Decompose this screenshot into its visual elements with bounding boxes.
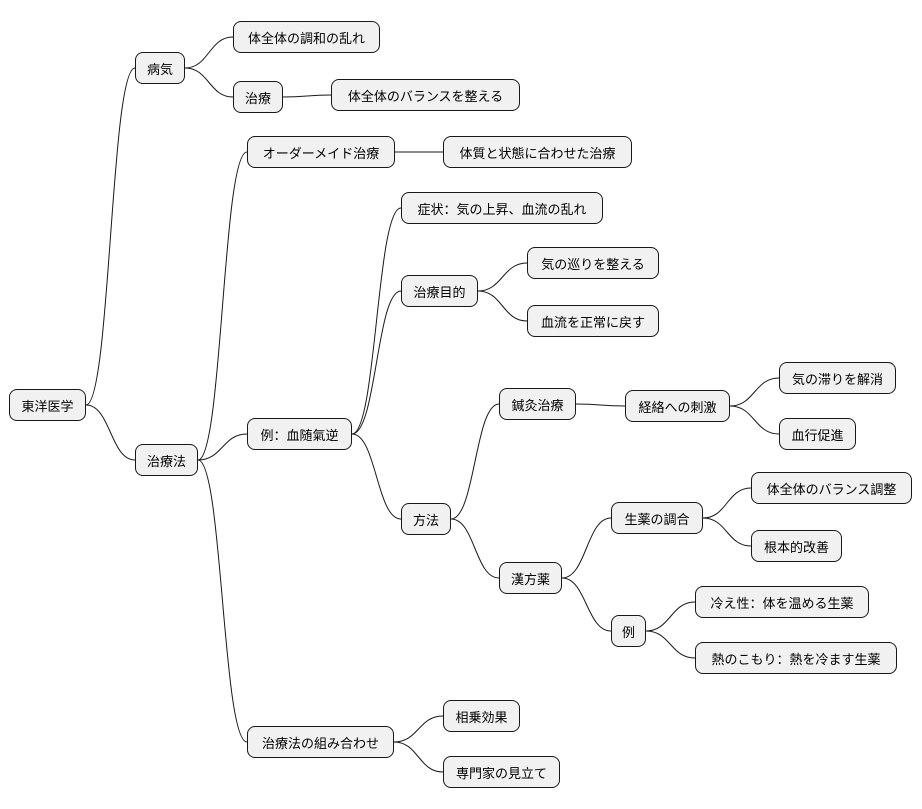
node-ketsuryu-seijo: 血流を正常に戻す xyxy=(527,305,659,337)
node-ki-no-meguri: 気の巡りを整える xyxy=(527,247,659,279)
edge-n22-n23 xyxy=(645,601,696,632)
edge-n15-n17 xyxy=(729,405,780,435)
edge-n1-n3 xyxy=(184,67,234,98)
node-rei-ketsuzui-kigyaku: 例：血随氣逆 xyxy=(247,418,352,450)
edge-n13-n14 xyxy=(450,403,500,520)
node-chiryo-mokuteki: 治療目的 xyxy=(401,275,478,307)
edge-n8-n13 xyxy=(351,433,402,520)
edge-n3-n4 xyxy=(282,94,332,98)
edge-n18-n22 xyxy=(561,577,612,632)
edge-n10-n11 xyxy=(477,262,528,292)
edge-n8-n10 xyxy=(351,290,402,435)
node-senmonka: 専門家の見立て xyxy=(443,756,560,788)
node-chowa-no-midare: 体全体の調和の乱れ xyxy=(233,21,380,53)
node-kampoyaku: 漢方薬 xyxy=(499,562,562,594)
edge-n5-n8 xyxy=(197,433,248,461)
node-balance-chosei: 体全体のバランス調整 xyxy=(751,472,912,504)
node-konponteki-kaizen: 根本的改善 xyxy=(751,530,842,562)
edge-n22-n24 xyxy=(645,630,696,659)
edge-n13-n18 xyxy=(450,518,500,579)
node-ki-no-todokori: 気の滞りを解消 xyxy=(779,362,896,394)
edge-n15-n16 xyxy=(729,377,780,407)
node-netsu-no-komori: 熱のこもり：熱を冷ます生薬 xyxy=(695,642,897,674)
node-chiryo: 治療 xyxy=(233,81,283,113)
edge-n5-n6 xyxy=(197,151,248,461)
node-keiraku-shigeki: 経絡への刺激 xyxy=(625,390,730,422)
edge-n19-n21 xyxy=(702,517,752,547)
node-toyo-igaku: 東洋医学 xyxy=(9,389,86,421)
edge-n8-n9 xyxy=(351,207,402,435)
node-shojo: 症状：気の上昇、血流の乱れ xyxy=(401,192,603,224)
node-hieshou: 冷え性：体を温める生薬 xyxy=(695,586,869,618)
edge-n19-n20 xyxy=(702,487,752,519)
node-byoki: 病気 xyxy=(135,52,185,84)
node-shoyaku-chogo: 生薬の調合 xyxy=(611,502,703,534)
node-chiryoho: 治療法 xyxy=(135,444,198,476)
edge-n25-n26 xyxy=(393,715,444,743)
edge-n18-n19 xyxy=(561,517,612,579)
node-shinkyu: 鍼灸治療 xyxy=(499,388,576,420)
edge-n25-n27 xyxy=(393,741,444,773)
edge-n0-n5 xyxy=(85,404,136,461)
node-balance-wo-totonoeru: 体全体のバランスを整える xyxy=(331,79,520,111)
edge-n14-n15 xyxy=(575,403,626,407)
edge-n10-n12 xyxy=(477,290,528,322)
edge-n1-n2 xyxy=(184,36,234,69)
node-kumiawase: 治療法の組み合わせ xyxy=(247,726,394,758)
node-rei: 例 xyxy=(611,615,646,647)
node-order-made: オーダーメイド治療 xyxy=(247,136,395,168)
edge-n5-n25 xyxy=(197,459,248,743)
node-taishitsu-to-jotai: 体質と状態に合わせた治療 xyxy=(443,136,632,168)
node-kekko-sokushin: 血行促進 xyxy=(779,418,856,450)
node-hoho: 方法 xyxy=(401,503,451,535)
edge-n0-n1 xyxy=(85,67,136,406)
node-sojo-koka: 相乗効果 xyxy=(443,700,520,732)
